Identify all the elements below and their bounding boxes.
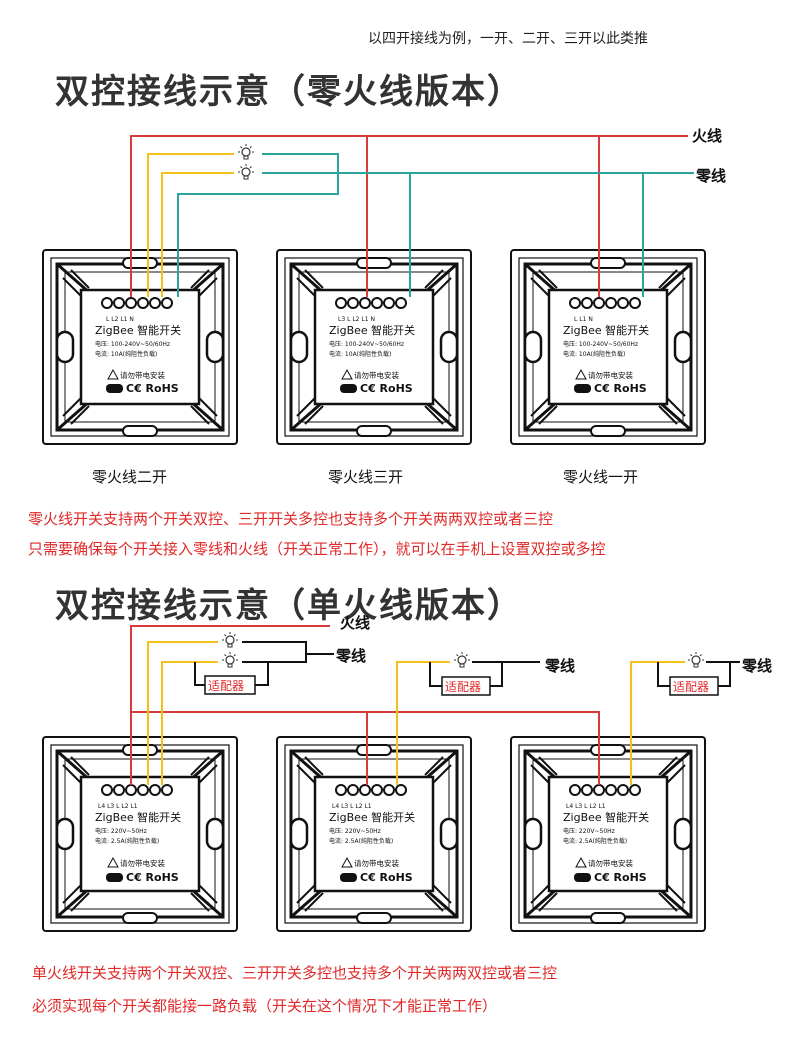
- s1-sw3-warning: 请勿带电安装: [588, 370, 633, 380]
- adapter-label: 适配器: [445, 680, 481, 694]
- s1-caption-1: 零火线二开: [92, 468, 168, 486]
- s2-sw2-warning: 请勿带电安装: [354, 858, 399, 868]
- s2-load-wire: [147, 641, 685, 785]
- s2-sw2-certs: C€ RoHS: [360, 871, 413, 884]
- s1-sw1-warning: 请勿带电安装: [120, 370, 165, 380]
- s2-neutral-wire: [194, 641, 740, 687]
- s1-sw1-brand: ZigBee 智能开关: [95, 323, 181, 337]
- s2-neutral-label-2: 零线: [545, 657, 576, 675]
- s2-sw2-voltage: 电压: 220V~50Hz: [329, 827, 381, 835]
- wifi-badge-icon: [574, 873, 591, 882]
- s2-neutral-label-1: 零线: [336, 647, 367, 665]
- s1-note-2: 只需要确保每个开关接入零线和火线（开关正常工作），就可以在手机上设置双控或多控: [28, 540, 606, 558]
- s1-sw2-certs: C€ RoHS: [360, 382, 413, 395]
- lightbulb-icon: [221, 631, 239, 648]
- adapter-box: [441, 676, 491, 696]
- s2-live-label: 火线: [340, 614, 371, 632]
- s2-sw1-terminals: L4 L3 L L2 L1: [98, 803, 138, 810]
- s1-sw2-voltage: 电压: 100-240V~50/60Hz: [329, 340, 404, 348]
- s1-sw3-voltage: 电压: 100-240V~50/60Hz: [563, 340, 638, 348]
- wifi-badge-icon: [574, 384, 591, 393]
- lightbulb-icon: [221, 651, 239, 668]
- warning-icon: [107, 856, 119, 868]
- s2-live-wire: [130, 625, 600, 785]
- s2-note-2: 必须实现每个开关都能接一路负载（开关在这个情况下才能正常工作）: [32, 997, 498, 1015]
- s2-sw3-terminals: L4 L3 L L2 L1: [566, 803, 606, 810]
- top-note: 以四开接线为例，一开、二开、三开以此类推: [368, 31, 648, 47]
- s1-sw3-certs: C€ RoHS: [594, 382, 647, 395]
- s1-sw2-current: 电流: 10A(纯阻性负载): [329, 350, 391, 358]
- s1-live-wire: [130, 135, 688, 297]
- wifi-badge-icon: [340, 873, 357, 882]
- wifi-badge-icon: [106, 873, 123, 882]
- s1-sw2-warning: 请勿带电安装: [354, 370, 399, 380]
- s2-sw2-brand: ZigBee 智能开关: [329, 810, 415, 824]
- s1-note-1: 零火线开关支持两个开关双控、三开开关多控也支持多个开关两两双控或者三控: [28, 510, 554, 528]
- s2-sw3-certs: C€ RoHS: [594, 871, 647, 884]
- warning-icon: [341, 856, 353, 868]
- s2-sw1-certs: C€ RoHS: [126, 871, 179, 884]
- s1-sw1-certs: C€ RoHS: [126, 382, 179, 395]
- s1-sw2-brand: ZigBee 智能开关: [329, 323, 415, 337]
- s1-load-wire: [147, 153, 234, 297]
- adapter-label: 适配器: [673, 680, 709, 694]
- section2-title: 双控接线示意（单火线版本）: [55, 586, 523, 626]
- s1-neutral-wire: [177, 153, 694, 297]
- s1-sw3-current: 电流: 10A(纯阻性负载): [563, 350, 625, 358]
- s2-sw3-warning: 请勿带电安装: [588, 858, 633, 868]
- s1-live-label: 火线: [692, 127, 723, 145]
- s2-sw1-current: 电流: 2.5A(纯阻性负载): [95, 837, 159, 845]
- s2-sw2-terminals: L4 L3 L L2 L1: [332, 803, 372, 810]
- s1-sw1-terminals: L L2 L1 N: [106, 316, 134, 323]
- s1-sw1-current: 电流: 10A(纯阻性负载): [95, 350, 157, 358]
- lightbulb-icon: [237, 143, 255, 160]
- section1-title: 双控接线示意（零火线版本）: [55, 72, 523, 112]
- lightbulb-icon: [237, 163, 255, 180]
- adapter-label: 适配器: [208, 679, 244, 693]
- s2-sw1-brand: ZigBee 智能开关: [95, 810, 181, 824]
- lightbulb-icon: [453, 651, 471, 668]
- s1-neutral-label: 零线: [696, 167, 727, 185]
- warning-icon: [341, 368, 353, 380]
- s1-sw3-brand: ZigBee 智能开关: [563, 323, 649, 337]
- s2-sw2-current: 电流: 2.5A(纯阻性负载): [329, 837, 393, 845]
- adapter-box: [204, 675, 256, 695]
- s1-sw1-voltage: 电压: 100-240V~50/60Hz: [95, 340, 170, 348]
- warning-icon: [575, 856, 587, 868]
- lightbulb-icon: [687, 651, 705, 668]
- adapter-box: [669, 676, 719, 696]
- wifi-badge-icon: [106, 384, 123, 393]
- s1-sw2-terminals: L3 L L2 L1 N: [338, 316, 375, 323]
- s1-caption-3: 零火线一开: [563, 468, 639, 486]
- warning-icon: [575, 368, 587, 380]
- s2-sw3-voltage: 电压: 220V~50Hz: [563, 827, 615, 835]
- s2-sw3-current: 电流: 2.5A(纯阻性负载): [563, 837, 627, 845]
- s1-caption-2: 零火线三开: [328, 468, 404, 486]
- s2-sw1-voltage: 电压: 220V~50Hz: [95, 827, 147, 835]
- s1-sw3-terminals: L L1 N: [574, 316, 593, 323]
- s2-sw1-warning: 请勿带电安装: [120, 858, 165, 868]
- wifi-badge-icon: [340, 384, 357, 393]
- s2-sw3-brand: ZigBee 智能开关: [563, 810, 649, 824]
- s2-neutral-label-3: 零线: [742, 657, 773, 675]
- warning-icon: [107, 368, 119, 380]
- s2-note-1: 单火线开关支持两个开关双控、三开开关多控也支持多个开关两两双控或者三控: [32, 964, 558, 982]
